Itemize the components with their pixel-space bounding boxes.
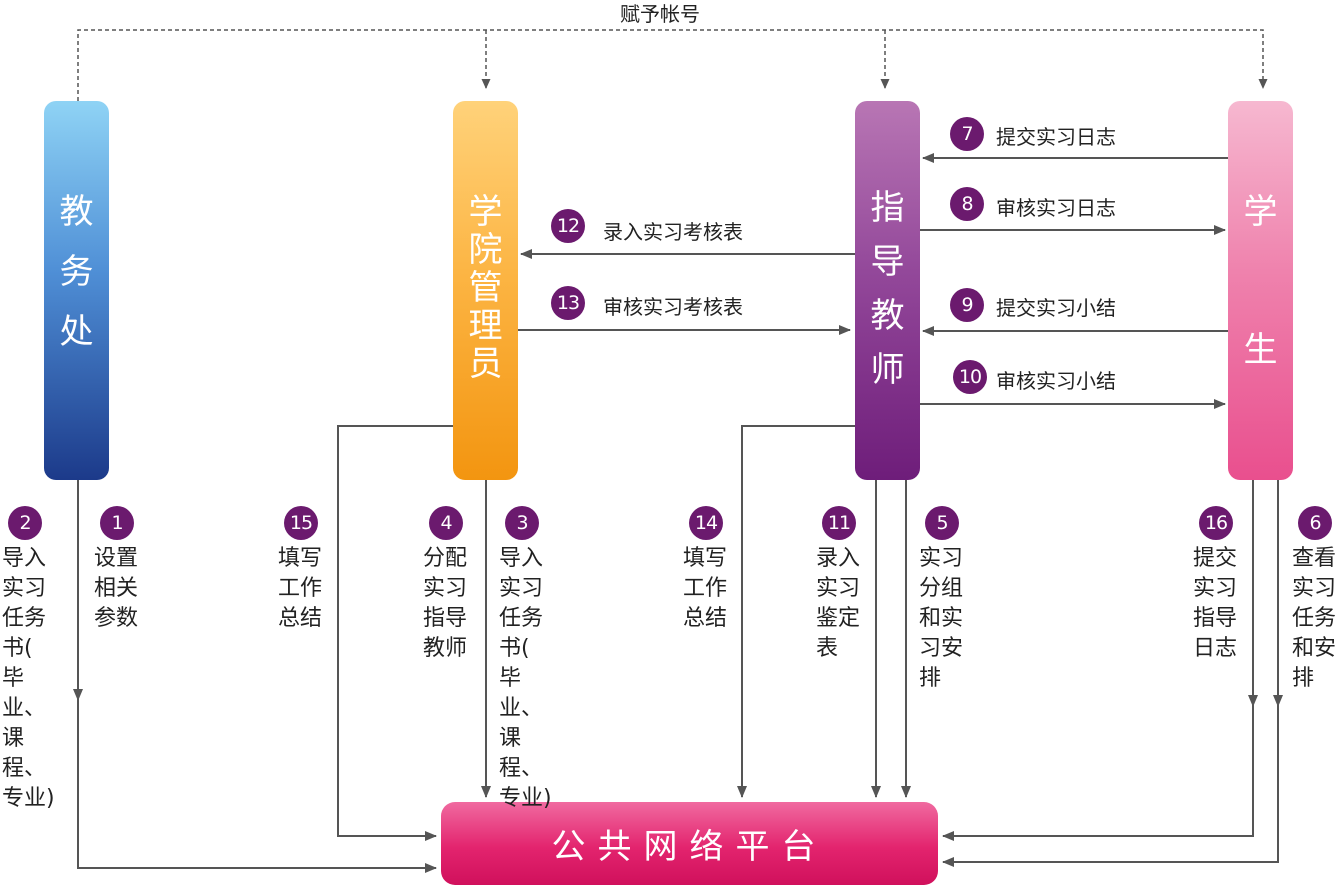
step-text-5: 实习 分组 和实 习安 排	[919, 546, 964, 691]
step-text-7: 提交实习日志	[996, 125, 1116, 149]
step-text-13: 审核实习考核表	[603, 295, 743, 319]
actor-char: 指	[870, 188, 905, 228]
actor-char: 导	[870, 242, 905, 282]
step-badge-9: 9	[950, 288, 984, 322]
step-badge-13: 13	[551, 286, 585, 320]
step-text-4: 分配 实习 指导 教师	[423, 546, 468, 661]
step-badge-3: 3	[505, 506, 539, 540]
step-badge-8: 8	[950, 187, 984, 221]
step-text-15: 填写 工作 总结	[278, 546, 323, 631]
actor-academic-affairs: 教 务 处	[44, 101, 109, 480]
step-badge-4: 4	[429, 506, 463, 540]
step-badge-7: 7	[950, 117, 984, 151]
grant-account-label: 赋予帐号	[620, 2, 700, 26]
step-badge-16: 16	[1199, 506, 1233, 540]
step-badge-12: 12	[551, 209, 585, 243]
step-text-11: 录入 实习 鉴定 表	[816, 546, 861, 661]
step-text-10: 审核实习小结	[996, 369, 1116, 393]
account-bus	[77, 29, 1268, 101]
actor-college-admin: 学 院 管 理 员	[453, 101, 518, 480]
step-badge-15: 15	[284, 506, 318, 540]
step-text-12: 录入实习考核表	[603, 220, 743, 244]
step-badge-6: 6	[1298, 506, 1332, 540]
step-badge-2: 2	[8, 506, 42, 540]
actor-char: 教	[59, 192, 94, 232]
step-badge-5: 5	[925, 506, 959, 540]
step-badge-11: 11	[822, 506, 856, 540]
step-text-9: 提交实习小结	[996, 296, 1116, 320]
actor-student: 学 生	[1228, 101, 1293, 480]
step-text-14: 填写 工作 总结	[683, 546, 728, 631]
step-text-8: 审核实习日志	[996, 196, 1116, 220]
actor-instructor: 指 导 教 师	[855, 101, 920, 480]
actor-char: 师	[870, 350, 905, 390]
actor-char: 员	[468, 344, 503, 384]
step-badge-14: 14	[689, 506, 723, 540]
actor-char: 学	[468, 192, 503, 232]
actor-char: 务	[59, 252, 94, 292]
actor-char: 理	[468, 306, 503, 346]
actor-char: 院	[468, 230, 503, 270]
public-network-platform: 公共网络平台	[441, 802, 938, 885]
actor-char: 管	[468, 268, 503, 308]
step-badge-10: 10	[953, 360, 987, 394]
step-text-6: 查看 实习 任务 和安 排	[1292, 546, 1337, 691]
step-text-1: 设置 相关 参数	[94, 546, 139, 631]
actor-char: 生	[1243, 330, 1278, 370]
actor-char: 教	[870, 296, 905, 336]
step-badge-1: 1	[100, 506, 134, 540]
step-text-3: 导入 实习 任务 书( 毕业、 课程、 专业)	[499, 546, 552, 811]
step-text-2: 导入 实习 任务 书( 毕业、 课程、 专业)	[2, 546, 55, 811]
actor-char: 处	[59, 312, 94, 352]
step-text-16: 提交 实习 指导 日志	[1193, 546, 1238, 661]
actor-char: 学	[1243, 192, 1278, 232]
